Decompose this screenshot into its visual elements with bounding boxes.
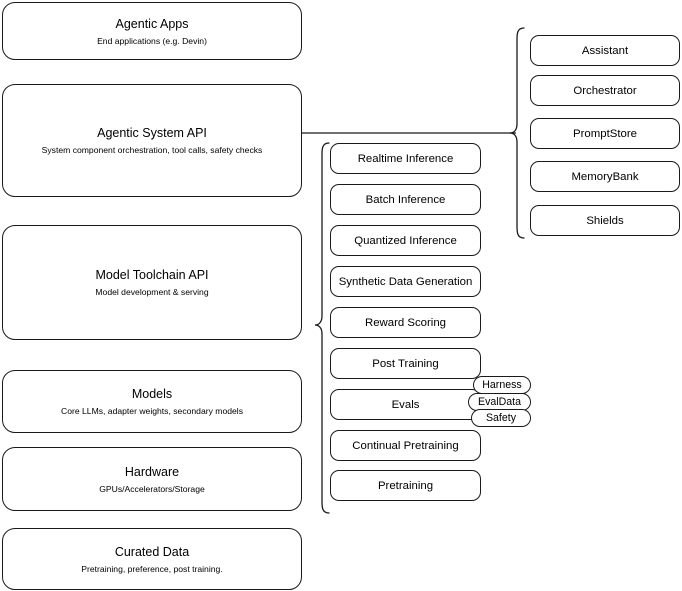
capability-synthetic-data-generation[interactable]: Synthetic Data Generation [330,266,481,297]
layer-title: Models [131,387,173,401]
component-label: Shields [586,214,624,227]
evals-tag-harness[interactable]: Harness [473,376,531,394]
component-label: PromptStore [573,127,637,140]
layer-subtitle: GPUs/Accelerators/Storage [99,483,205,494]
component-label: Assistant [581,44,629,57]
evals-tag-label: EvalData [478,395,521,408]
layer-curated-data[interactable]: Curated Data Pretraining, preference, po… [2,528,302,590]
component-assistant[interactable]: Assistant [530,35,680,66]
capability-label: Realtime Inference [357,152,454,165]
capability-label: Reward Scoring [364,316,447,329]
capability-label: Quantized Inference [354,234,457,247]
layer-title: Agentic Apps [115,16,189,31]
capability-label: Post Training [372,357,439,370]
layer-models[interactable]: Models Core LLMs, adapter weights, secon… [2,370,302,433]
evals-tag-label: Harness [482,378,522,391]
layer-title: Curated Data [114,544,190,559]
capability-label: Evals [391,398,420,411]
capability-label: Batch Inference [365,193,446,206]
capability-post-training[interactable]: Post Training [330,348,481,379]
component-label: Orchestrator [573,84,637,97]
capability-quantized-inference[interactable]: Quantized Inference [330,225,481,256]
layer-title: Agentic System API [97,126,207,140]
capability-batch-inference[interactable]: Batch Inference [330,184,481,215]
layer-title: Hardware [124,464,180,479]
capability-reward-scoring[interactable]: Reward Scoring [330,307,481,338]
capability-evals[interactable]: Evals [330,389,481,420]
evals-tag-safety[interactable]: Safety [471,409,531,427]
capability-continual-pretraining[interactable]: Continual Pretraining [330,430,481,461]
layer-subtitle: End applications (e.g. Devin) [97,35,207,46]
evals-tag-label: Safety [485,411,517,424]
capability-label: Continual Pretraining [352,439,459,452]
layer-agentic-apps[interactable]: Agentic Apps End applications (e.g. Devi… [2,2,302,60]
capability-realtime-inference[interactable]: Realtime Inference [330,143,481,174]
component-orchestrator[interactable]: Orchestrator [530,75,680,106]
layer-subtitle: Core LLMs, adapter weights, secondary mo… [61,406,243,416]
layer-model-toolchain-api[interactable]: Model Toolchain API Model development & … [2,225,302,340]
layer-subtitle: Model development & serving [95,287,209,297]
component-memorybank[interactable]: MemoryBank [530,161,680,192]
layer-subtitle: Pretraining, preference, post training. [81,563,223,574]
capability-label: Synthetic Data Generation [338,275,473,288]
component-shields[interactable]: Shields [530,205,680,236]
layer-title: Model Toolchain API [95,268,209,282]
component-label: MemoryBank [571,170,639,183]
layer-agentic-system-api[interactable]: Agentic System API System component orch… [2,84,302,197]
capability-pretraining[interactable]: Pretraining [330,470,481,501]
layer-hardware[interactable]: Hardware GPUs/Accelerators/Storage [2,447,302,511]
capability-label: Pretraining [377,479,434,492]
layer-subtitle: System component orchestration, tool cal… [41,145,263,155]
component-promptstore[interactable]: PromptStore [530,118,680,149]
